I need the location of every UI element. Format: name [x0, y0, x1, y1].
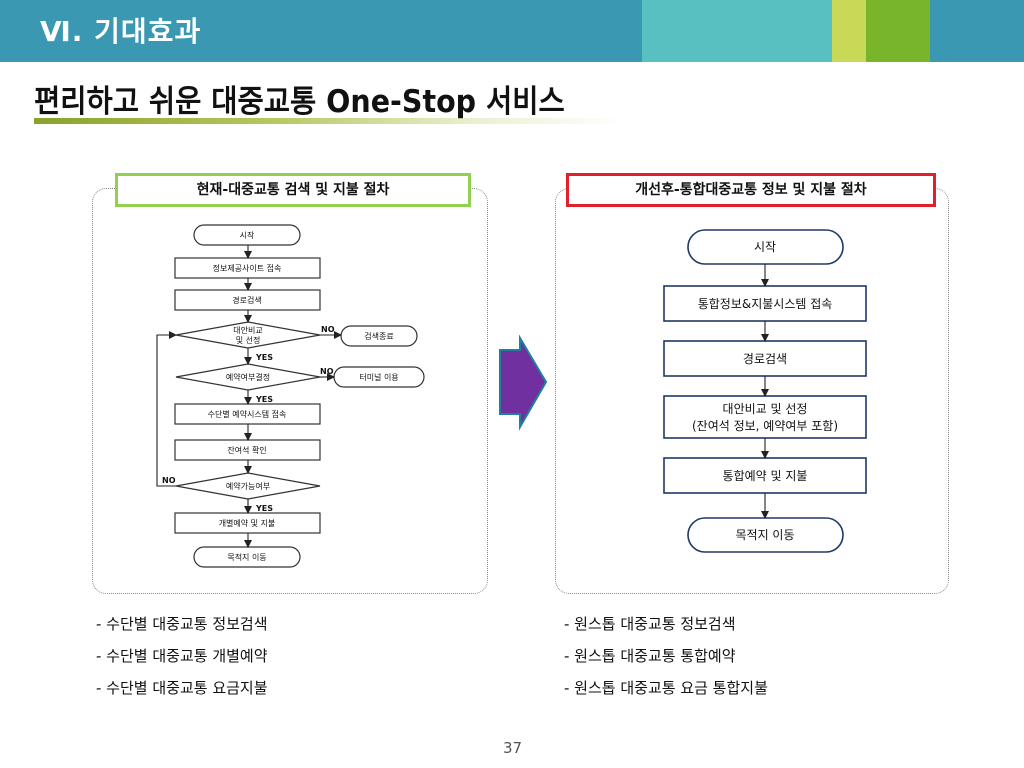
left-decision1-text-1: 대안비교 [233, 325, 262, 335]
left-no-label-3: NO [162, 476, 176, 485]
left-loop-connector [156, 331, 177, 487]
right-step3-text-2: (잔여석 정보, 예약여부 포함) [692, 418, 838, 433]
right-step4-text: 통합예약 및 지불 [723, 468, 808, 483]
left-decision2-text: 예약여부결정 [226, 372, 270, 382]
left-end-text: 목적지 이동 [227, 552, 266, 562]
header-bar: Ⅵ. 기대효과 [0, 0, 1024, 62]
right-step3-box [663, 395, 867, 439]
page-number: 37 [503, 739, 523, 757]
left-bullet-1: - 수단별 대중교통 정보검색 [96, 615, 268, 633]
title-underline [34, 118, 624, 124]
left-end1-text: 검색종료 [364, 331, 393, 341]
section-title: Ⅵ. 기대효과 [40, 15, 202, 48]
right-start-text: 시작 [754, 240, 776, 254]
left-step1-text: 정보제공사이트 접속 [213, 263, 282, 273]
left-step4-text: 잔여석 확인 [227, 445, 266, 455]
transition-arrow [499, 334, 548, 431]
left-no-label-2: NO [320, 367, 334, 376]
left-yes-label-1: YES [255, 353, 273, 362]
right-panel-label: 개선후-통합대중교통 정보 및 지불 절차 [566, 173, 936, 207]
left-bullet-2: - 수단별 대중교통 개별예약 [96, 647, 268, 665]
left-start-text: 시작 [240, 230, 255, 240]
left-end2-text: 터미널 이용 [359, 372, 398, 382]
left-step3-text: 수단별 예약시스템 접속 [208, 409, 287, 419]
right-step3-text-1: 대안비교 및 선정 [723, 402, 808, 416]
right-step2-box [663, 340, 867, 377]
header-band-green [866, 0, 930, 62]
header-band-teal [642, 0, 832, 62]
left-no-label-1: NO [321, 325, 335, 334]
left-step5-text: 개별예약 및 지불 [219, 518, 276, 528]
left-yes-label-2: YES [255, 395, 273, 404]
main-title: 편리하고 쉬운 대중교통 One-Stop 서비스 [34, 84, 565, 120]
right-bullet-2: - 원스톱 대중교통 통합예약 [564, 647, 736, 665]
right-bullet-1: - 원스톱 대중교통 정보검색 [564, 615, 736, 633]
right-step2-text: 경로검색 [743, 352, 787, 366]
left-decision3-text: 예약가능여부 [226, 481, 270, 491]
left-panel-label: 현재-대중교통 검색 및 지불 절차 [115, 173, 471, 207]
left-decision1-text-2: 및 선정 [236, 335, 261, 345]
left-start-terminal [193, 224, 301, 246]
right-step1-text: 통합정보&지불시스템 접속 [698, 297, 833, 311]
left-step2-text: 경로검색 [232, 295, 261, 305]
right-end-text: 목적지 이동 [735, 528, 794, 542]
left-bullet-3: - 수단별 대중교통 요금지불 [96, 679, 268, 697]
header-band-lime [832, 0, 866, 62]
left-yes-label-3: YES [255, 504, 273, 513]
right-bullet-3: - 원스톱 대중교통 요금 통합지불 [564, 679, 768, 697]
